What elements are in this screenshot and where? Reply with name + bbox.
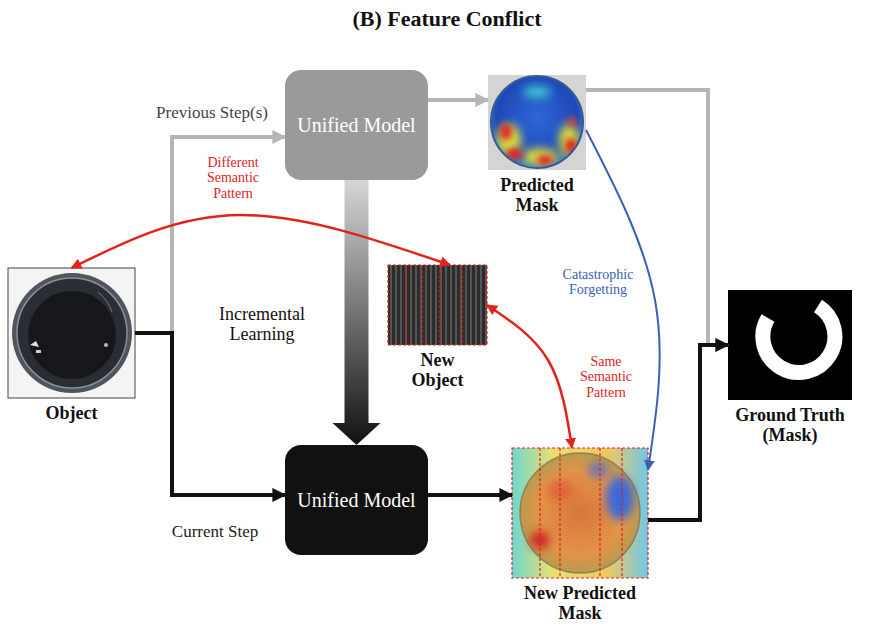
predicted-mask-heatmap [559,124,579,156]
new-object-texture [406,265,462,345]
connector-arrow [135,333,285,495]
object-photo [8,268,135,398]
image-caption: Object [17,403,127,423]
texture-image: New Object [388,265,487,345]
predicted-mask-heatmap [500,124,512,140]
heatmap-image: Predicted Mask [488,75,586,170]
object-photo [98,292,112,312]
connector-label: Catastrophic Forgetting [551,266,645,299]
connector-label: Same Semantic Pattern [571,353,641,401]
predicted-mask-heatmap [537,155,553,165]
new-predicted-mask-heatmap [588,462,608,478]
object-photo [8,268,135,398]
connector-label: Different Semantic Pattern [194,154,272,202]
connector-arrow [487,305,572,448]
object-photo [36,350,41,353]
image-caption: Ground Truth (Mask) [724,405,856,445]
ground-truth-mask [728,290,852,400]
connector-label: Previous Step(s) [144,103,280,124]
new-predicted-mask-heatmap [606,476,634,520]
new-predicted-mask-heatmap [512,448,648,578]
connector-label: Incremental Learning [211,304,313,346]
predicted-mask-heatmap [488,75,586,170]
diagram-title: (B) Feature Conflict [0,6,894,32]
connector-arrow [72,215,451,268]
predicted-mask-heatmap [522,148,558,166]
new-object-texture [388,265,487,345]
model-label: Unified Model [297,489,415,512]
block-arrow [333,180,381,445]
image-caption: Predicted Mask [482,175,592,215]
new-object-texture [388,265,487,345]
connector-label: Current Step [152,522,278,543]
connector-arrow [428,98,488,102]
heatmap-image: New Predicted Mask [512,448,648,578]
connector-arrow [586,90,728,345]
predicted-mask-heatmap [497,86,579,166]
image-caption: New Object [398,350,478,390]
connector-arrow [428,493,512,497]
new-predicted-mask-heatmap [540,448,622,578]
new-object-texture [388,265,487,345]
predicted-mask-heatmap [491,76,583,168]
new-predicted-mask-heatmap [512,448,648,578]
object-image: Object [8,268,135,398]
object-photo [12,273,132,393]
ground-truth-mask [763,306,835,373]
object-photo [28,291,116,379]
model-label: Unified Model [297,114,415,137]
object-photo [30,341,39,347]
image-caption: New Predicted Mask [505,583,655,623]
new-predicted-mask-heatmap [530,462,634,549]
predicted-mask-heatmap [497,86,579,166]
connector-arrow [586,130,660,470]
ground-truth-mask [728,290,852,400]
connector-arrow [648,345,728,520]
new-predicted-mask-heatmap [512,448,648,578]
object-photo [17,278,127,388]
model-box: Unified Model [285,445,428,555]
object-photo [104,343,108,347]
model-box: Unified Model [285,70,428,180]
predicted-mask-heatmap [523,86,551,98]
predicted-mask-heatmap [568,117,576,127]
new-predicted-mask-heatmap [530,462,634,549]
mask-image: Ground Truth (Mask) [728,290,852,400]
predicted-mask-heatmap [491,76,583,168]
predicted-mask-heatmap [488,75,586,170]
